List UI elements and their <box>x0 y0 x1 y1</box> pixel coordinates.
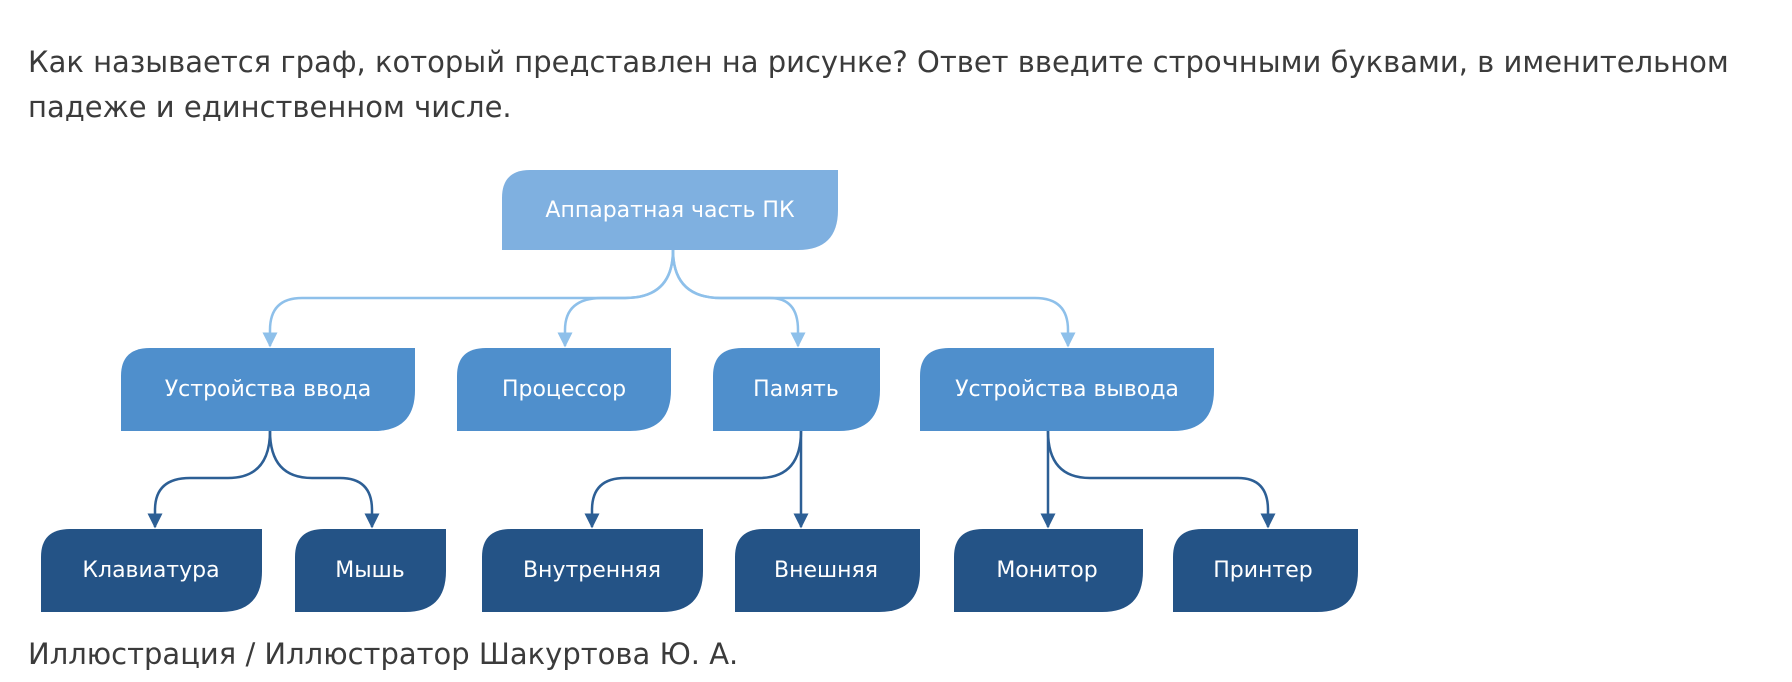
node-root: Аппаратная часть ПК <box>502 170 838 250</box>
node-mouse-label: Мышь <box>335 558 404 583</box>
node-keyboard: Клавиатура <box>41 529 262 612</box>
node-output-devices: Устройства вывода <box>920 348 1214 431</box>
node-keyboard-label: Клавиатура <box>82 558 219 583</box>
node-printer-label: Принтер <box>1213 558 1313 583</box>
node-output-devices-label: Устройства вывода <box>955 377 1179 402</box>
node-processor: Процессор <box>457 348 671 431</box>
node-external-memory: Внешняя <box>735 529 920 612</box>
node-monitor-shape <box>954 529 1143 612</box>
node-memory: Память <box>713 348 880 431</box>
node-internal-memory: Внутренняя <box>482 529 703 612</box>
node-internal-memory-shape <box>482 529 703 612</box>
connector-output-printer <box>1046 430 1276 529</box>
node-root-label: Аппаратная часть ПК <box>545 198 795 223</box>
node-input-devices: Устройства ввода <box>121 348 415 431</box>
connector-input-mouse <box>268 430 380 529</box>
node-monitor: Монитор <box>954 529 1143 612</box>
node-printer: Принтер <box>1173 529 1358 612</box>
node-output-devices-shape <box>920 348 1214 431</box>
node-internal-memory-label: Внутренняя <box>523 558 661 583</box>
node-memory-label: Память <box>753 377 839 402</box>
connector-memory-internal <box>584 430 803 529</box>
node-input-devices-shape <box>121 348 415 431</box>
node-mouse: Мышь <box>295 529 446 612</box>
connectors-level1 <box>262 249 1076 348</box>
node-external-memory-shape <box>735 529 920 612</box>
node-processor-label: Процессор <box>502 377 626 402</box>
node-root-shape <box>502 170 838 250</box>
connector-root-processor <box>557 249 675 348</box>
connector-root-output <box>671 249 1076 348</box>
node-mouse-shape <box>295 529 446 612</box>
connectors-level2 <box>147 430 1276 529</box>
node-memory-shape <box>713 348 880 431</box>
node-external-memory-label: Внешняя <box>774 558 878 583</box>
node-monitor-label: Монитор <box>996 558 1097 583</box>
illustration-caption: Иллюстрация / Иллюстратор Шакуртова Ю. А… <box>28 637 739 671</box>
connector-input-keyboard <box>147 430 272 529</box>
node-keyboard-shape <box>41 529 262 612</box>
node-printer-shape <box>1173 529 1358 612</box>
question-text: Как называется граф, который представлен… <box>28 45 1729 124</box>
node-processor-shape <box>457 348 671 431</box>
node-input-devices-label: Устройства ввода <box>165 377 371 402</box>
